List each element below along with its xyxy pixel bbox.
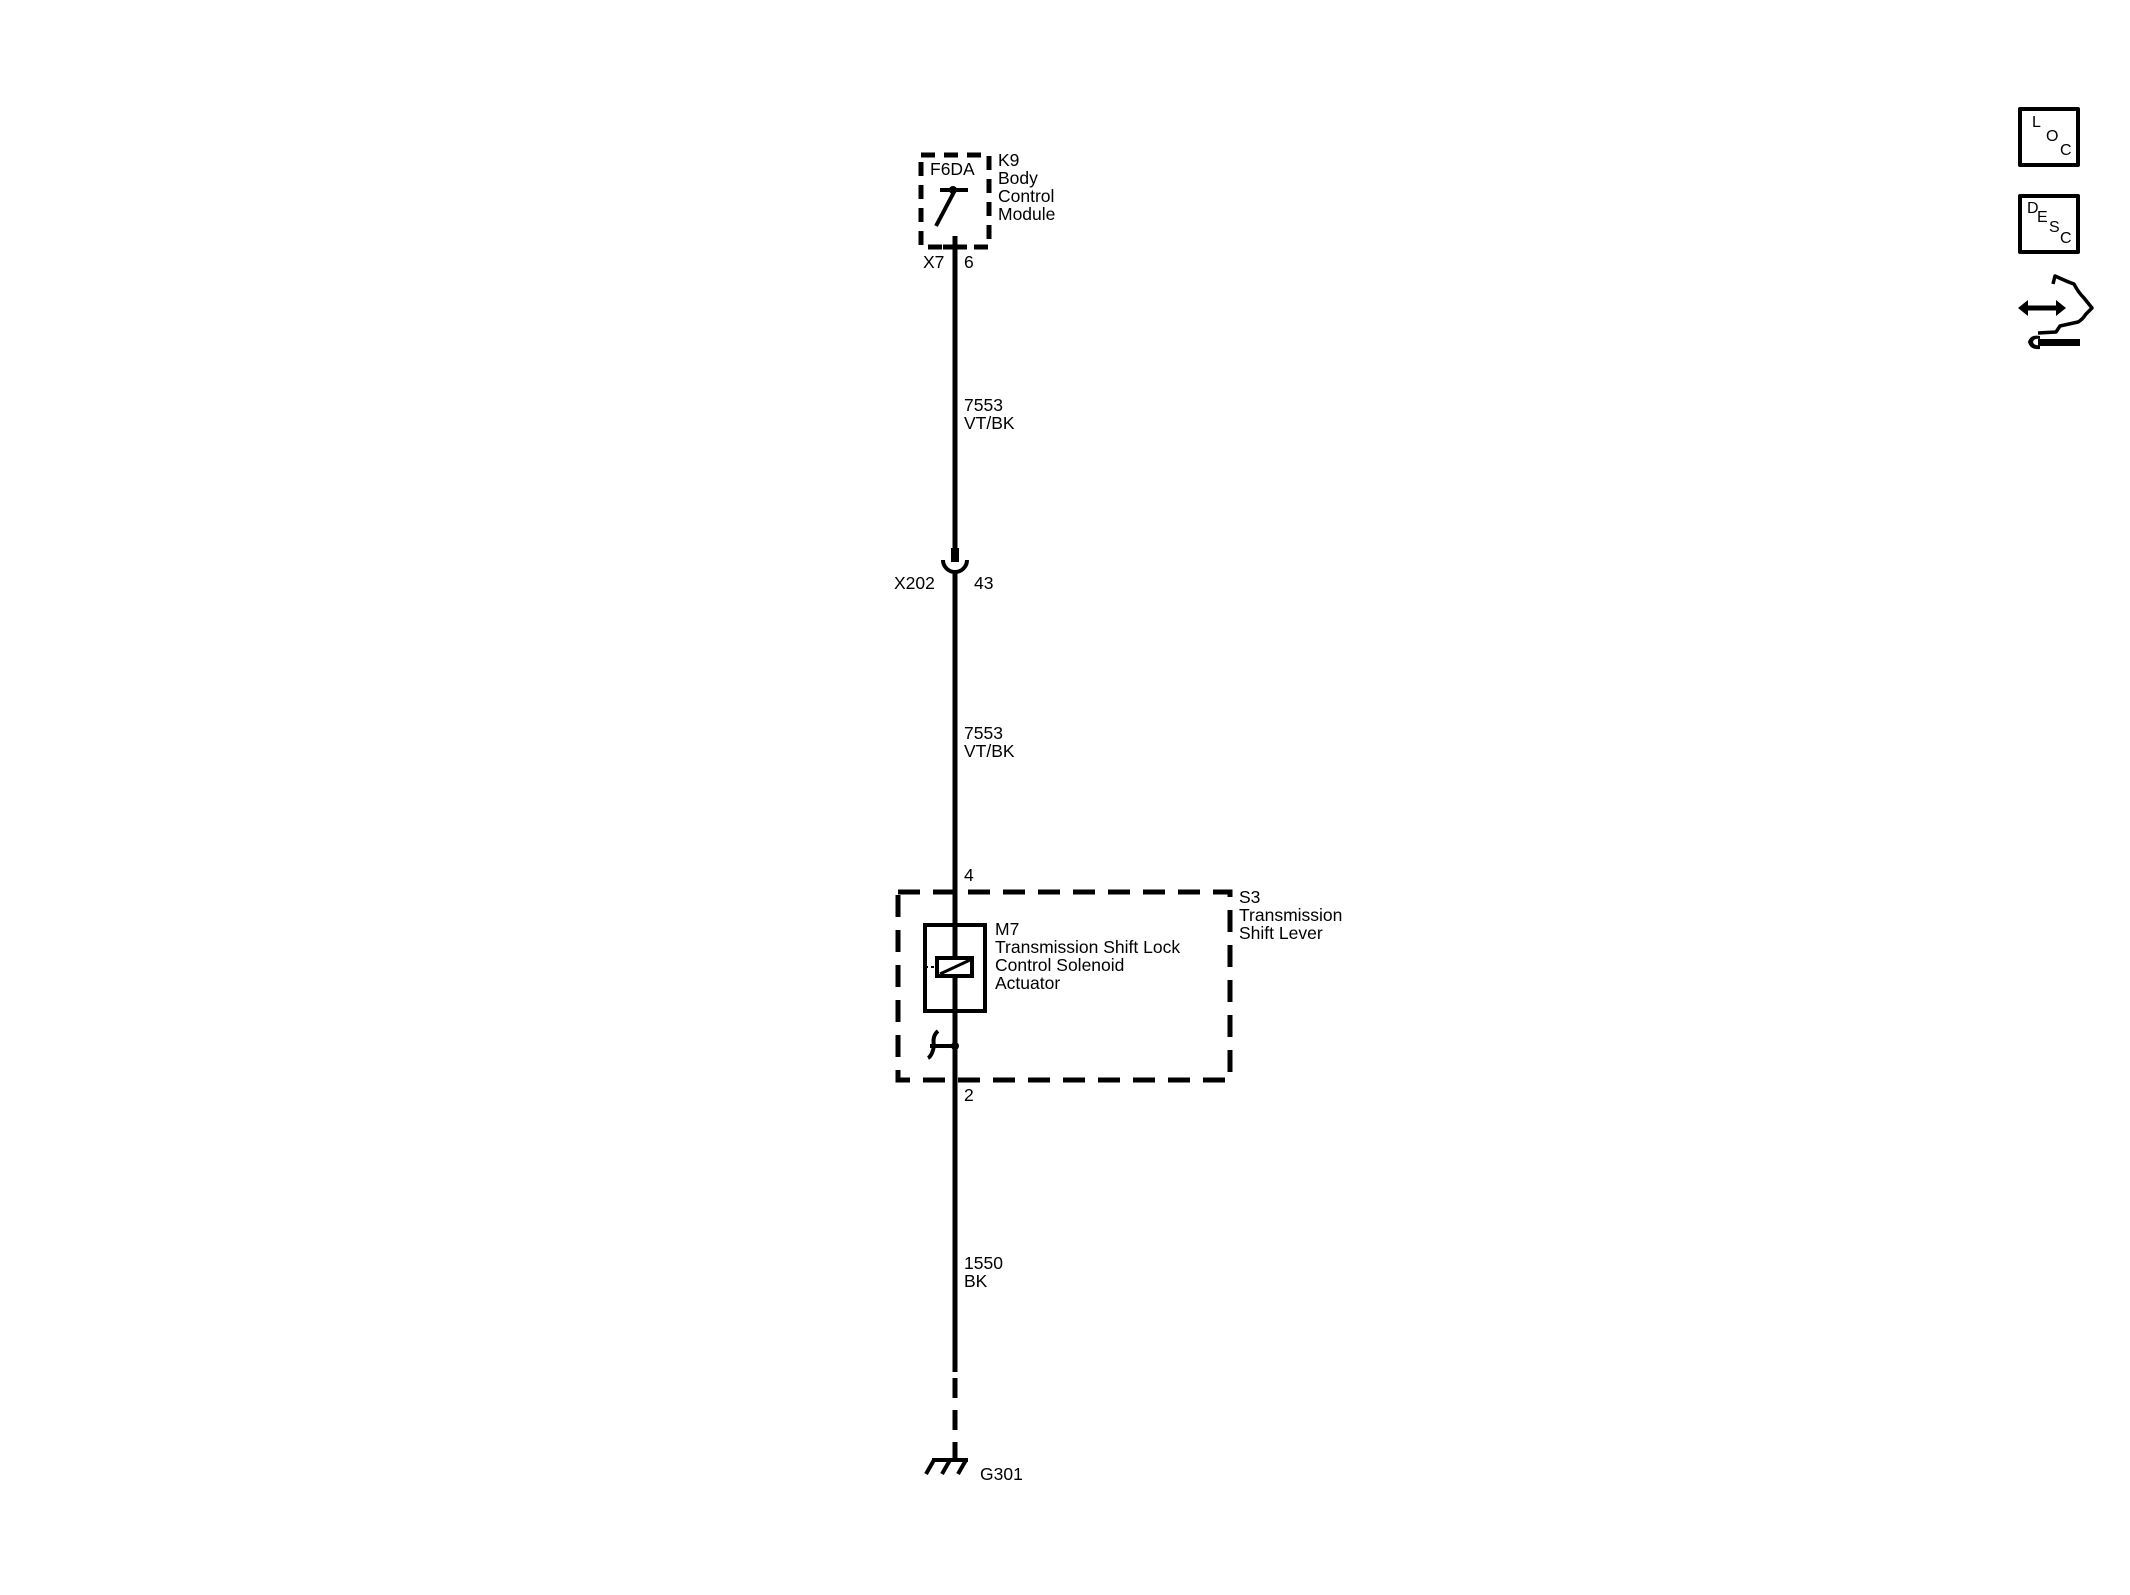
m7-name-line2: Control Solenoid	[995, 955, 1125, 975]
ground-clip-icon	[926, 1029, 959, 1060]
desc-button[interactable]: D E S C	[2018, 194, 2080, 254]
s3-id: S3	[1239, 887, 1261, 907]
wire2-color: VT/BK	[964, 741, 1015, 761]
desc-letter-d: D	[2027, 200, 2039, 217]
s3-shift-lever-boundary	[895, 889, 1233, 1083]
m7-name-line3: Actuator	[995, 973, 1061, 993]
g301-label: G301	[980, 1464, 1023, 1484]
wire1-circuit: 7553	[964, 395, 1003, 415]
wire2-circuit: 7553	[964, 723, 1003, 743]
desc-letter-s: S	[2049, 219, 2060, 236]
solenoid-coil-icon	[925, 956, 974, 978]
k9-name-line2: Control	[998, 186, 1055, 206]
k9-name-line1: Body	[998, 168, 1038, 188]
s3-pin-top: 4	[964, 865, 974, 885]
wire3-color: BK	[964, 1271, 988, 1291]
wire3-circuit: 1550	[964, 1253, 1003, 1273]
x202-connector-label: X202	[894, 573, 935, 593]
s3-name-line1: Transmission	[1239, 905, 1343, 925]
loc-letter-o: O	[2046, 128, 2059, 145]
loc-letter-c: C	[2060, 142, 2072, 159]
loc-letter-l: L	[2032, 114, 2041, 131]
k9-name-line3: Module	[998, 204, 1056, 224]
ground-icon	[924, 1458, 968, 1475]
f6da-label: F6DA	[930, 159, 975, 179]
k9-connector-label: X7	[923, 252, 945, 272]
connector-repair-icon[interactable]	[2016, 272, 2096, 354]
s3-name-line2: Shift Lever	[1239, 923, 1323, 943]
m7-name-line1: Transmission Shift Lock	[995, 937, 1181, 957]
wire1-color: VT/BK	[964, 413, 1015, 433]
x202-connector-icon	[941, 548, 969, 574]
desc-letter-e: E	[2037, 209, 2048, 226]
k9-pin-label: 6	[964, 252, 974, 272]
desc-letter-c: C	[2060, 230, 2072, 247]
s3-pin-bottom: 2	[964, 1085, 974, 1105]
k9-id: K9	[998, 150, 1020, 170]
loc-button[interactable]: L O C	[2018, 107, 2080, 167]
x202-pin-label: 43	[974, 573, 994, 593]
f6da-switch-icon	[934, 186, 968, 227]
m7-id: M7	[995, 919, 1020, 939]
